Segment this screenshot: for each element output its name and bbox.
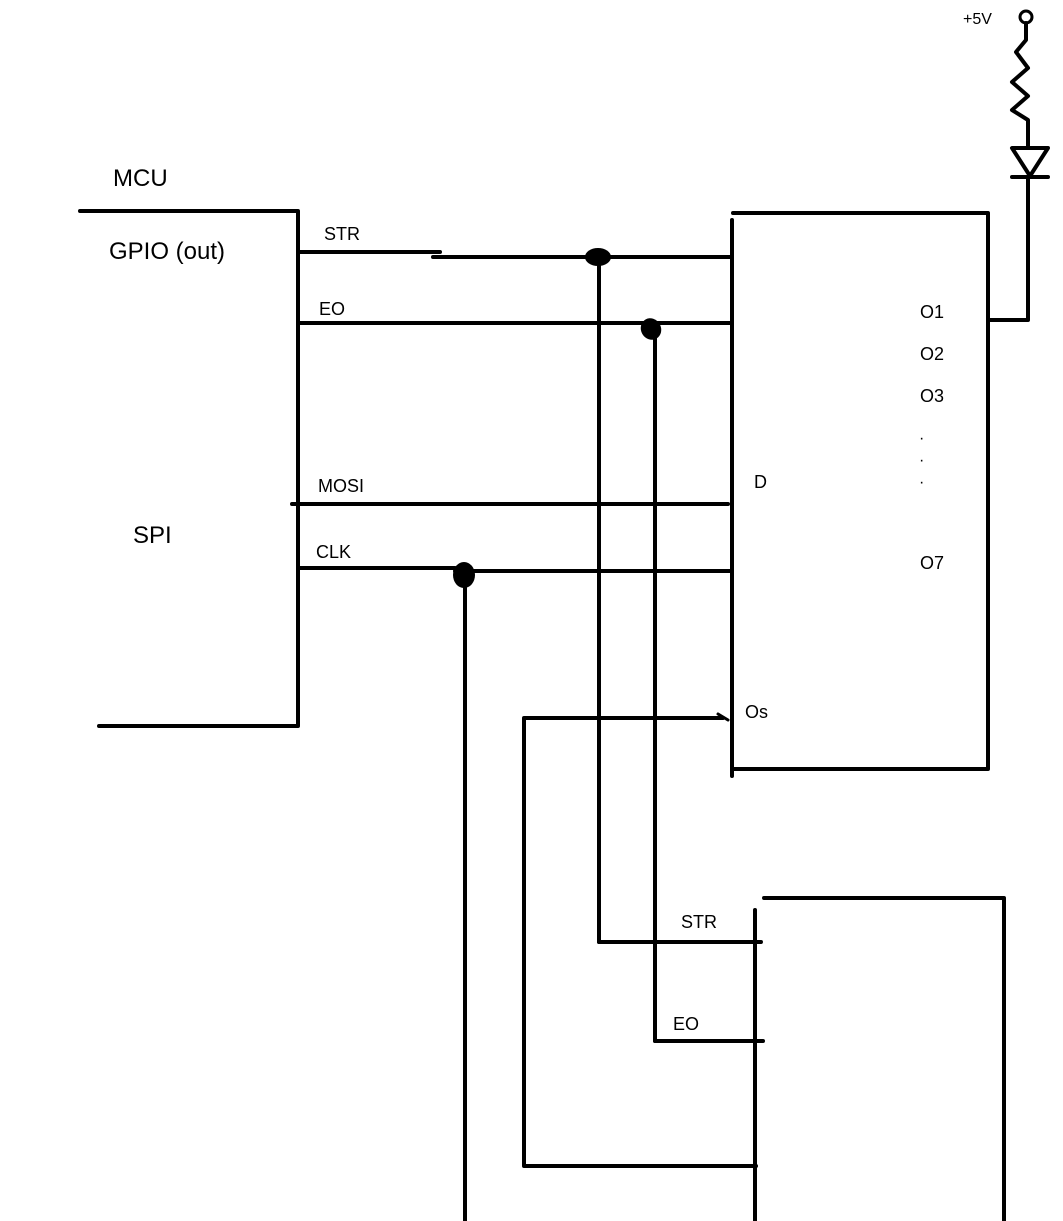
eo-pin-label: EO bbox=[319, 299, 345, 319]
driver-top-block: D Os O1 O2 O3 · · · O7 bbox=[730, 211, 990, 778]
os-cascade-wire bbox=[522, 716, 758, 1168]
str-pin-label: STR bbox=[324, 224, 360, 244]
spi-label: SPI bbox=[133, 522, 172, 549]
vertical-drops bbox=[463, 255, 657, 1221]
mosi-pin-label: MOSI bbox=[318, 476, 364, 496]
resistor-icon bbox=[1010, 21, 1030, 150]
clk-wire bbox=[296, 566, 733, 573]
driver-top-output-o3: O3 bbox=[920, 386, 944, 406]
driver-bottom-str-label: STR bbox=[681, 912, 717, 932]
supply-label: +5V bbox=[963, 11, 992, 28]
clk-pin-label: CLK bbox=[316, 542, 351, 562]
led-circuit: +5V bbox=[963, 9, 1050, 322]
mcu-title: MCU bbox=[113, 165, 168, 192]
driver-bottom-eo-label: EO bbox=[673, 1014, 699, 1034]
mcu-block: MCU GPIO (out) SPI bbox=[78, 165, 300, 728]
eo-junction-dot bbox=[640, 318, 662, 340]
os-arrow-tick bbox=[716, 712, 730, 722]
driver-bottom-block: STR EO bbox=[597, 896, 1006, 1221]
driver-top-ellipsis-3: · bbox=[919, 474, 924, 491]
led-icon bbox=[1010, 146, 1050, 178]
junction-dots bbox=[453, 248, 662, 588]
driver-top-output-os: Os bbox=[745, 702, 768, 722]
clk-junction-dot bbox=[453, 562, 475, 588]
driver-top-input-d: D bbox=[754, 472, 767, 492]
driver-top-ellipsis-1: · bbox=[919, 430, 924, 447]
driver-top-ellipsis-2: · bbox=[919, 452, 924, 469]
driver-top-outline bbox=[730, 211, 990, 778]
driver-top-output-o2: O2 bbox=[920, 344, 944, 364]
str-wire bbox=[296, 250, 733, 259]
gpio-label: GPIO (out) bbox=[109, 238, 225, 265]
signal-wires: STR EO MOSI CLK bbox=[290, 224, 733, 573]
mcu-outline bbox=[78, 209, 300, 728]
str-junction-dot bbox=[585, 248, 611, 266]
led-to-o1-wire bbox=[988, 175, 1030, 322]
driver-bottom-outline bbox=[753, 896, 1006, 1221]
driver-top-output-o1: O1 bbox=[920, 302, 944, 322]
serial-out-wire bbox=[522, 712, 758, 1168]
driver-top-output-o7: O7 bbox=[920, 553, 944, 573]
